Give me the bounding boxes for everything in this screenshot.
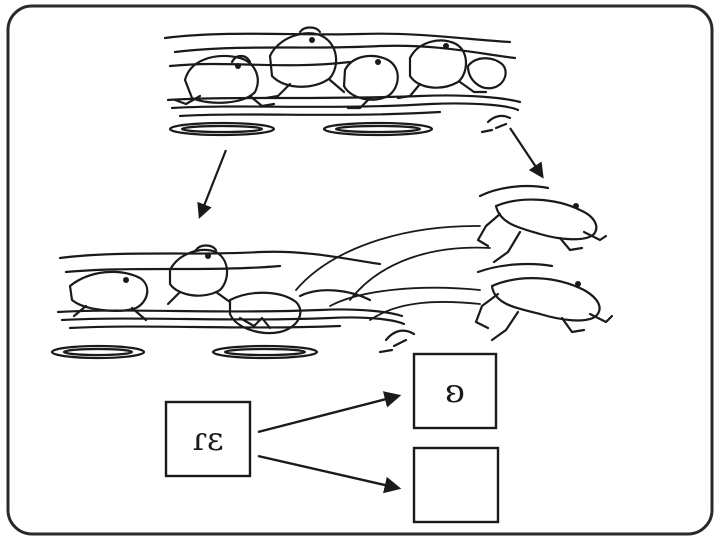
leap-trajectories <box>295 225 491 321</box>
source-box: ɾɛ <box>164 400 252 478</box>
source-box-label: ɾɛ <box>192 420 223 458</box>
upper-result-box: ʚ <box>412 352 498 430</box>
middle-frog-cluster-illustration <box>50 244 416 360</box>
lower-result-box <box>412 446 500 524</box>
upper-result-box-label: ʚ <box>445 372 465 410</box>
arrow-source-to-upper-box <box>257 391 402 434</box>
arrow-top-to-leaping <box>509 127 544 179</box>
leaping-frogs-illustration <box>474 184 614 342</box>
arrow-source-to-lower-box <box>257 454 402 494</box>
top-frog-cluster-illustration <box>163 26 522 137</box>
arrow-top-to-middle <box>197 149 228 219</box>
